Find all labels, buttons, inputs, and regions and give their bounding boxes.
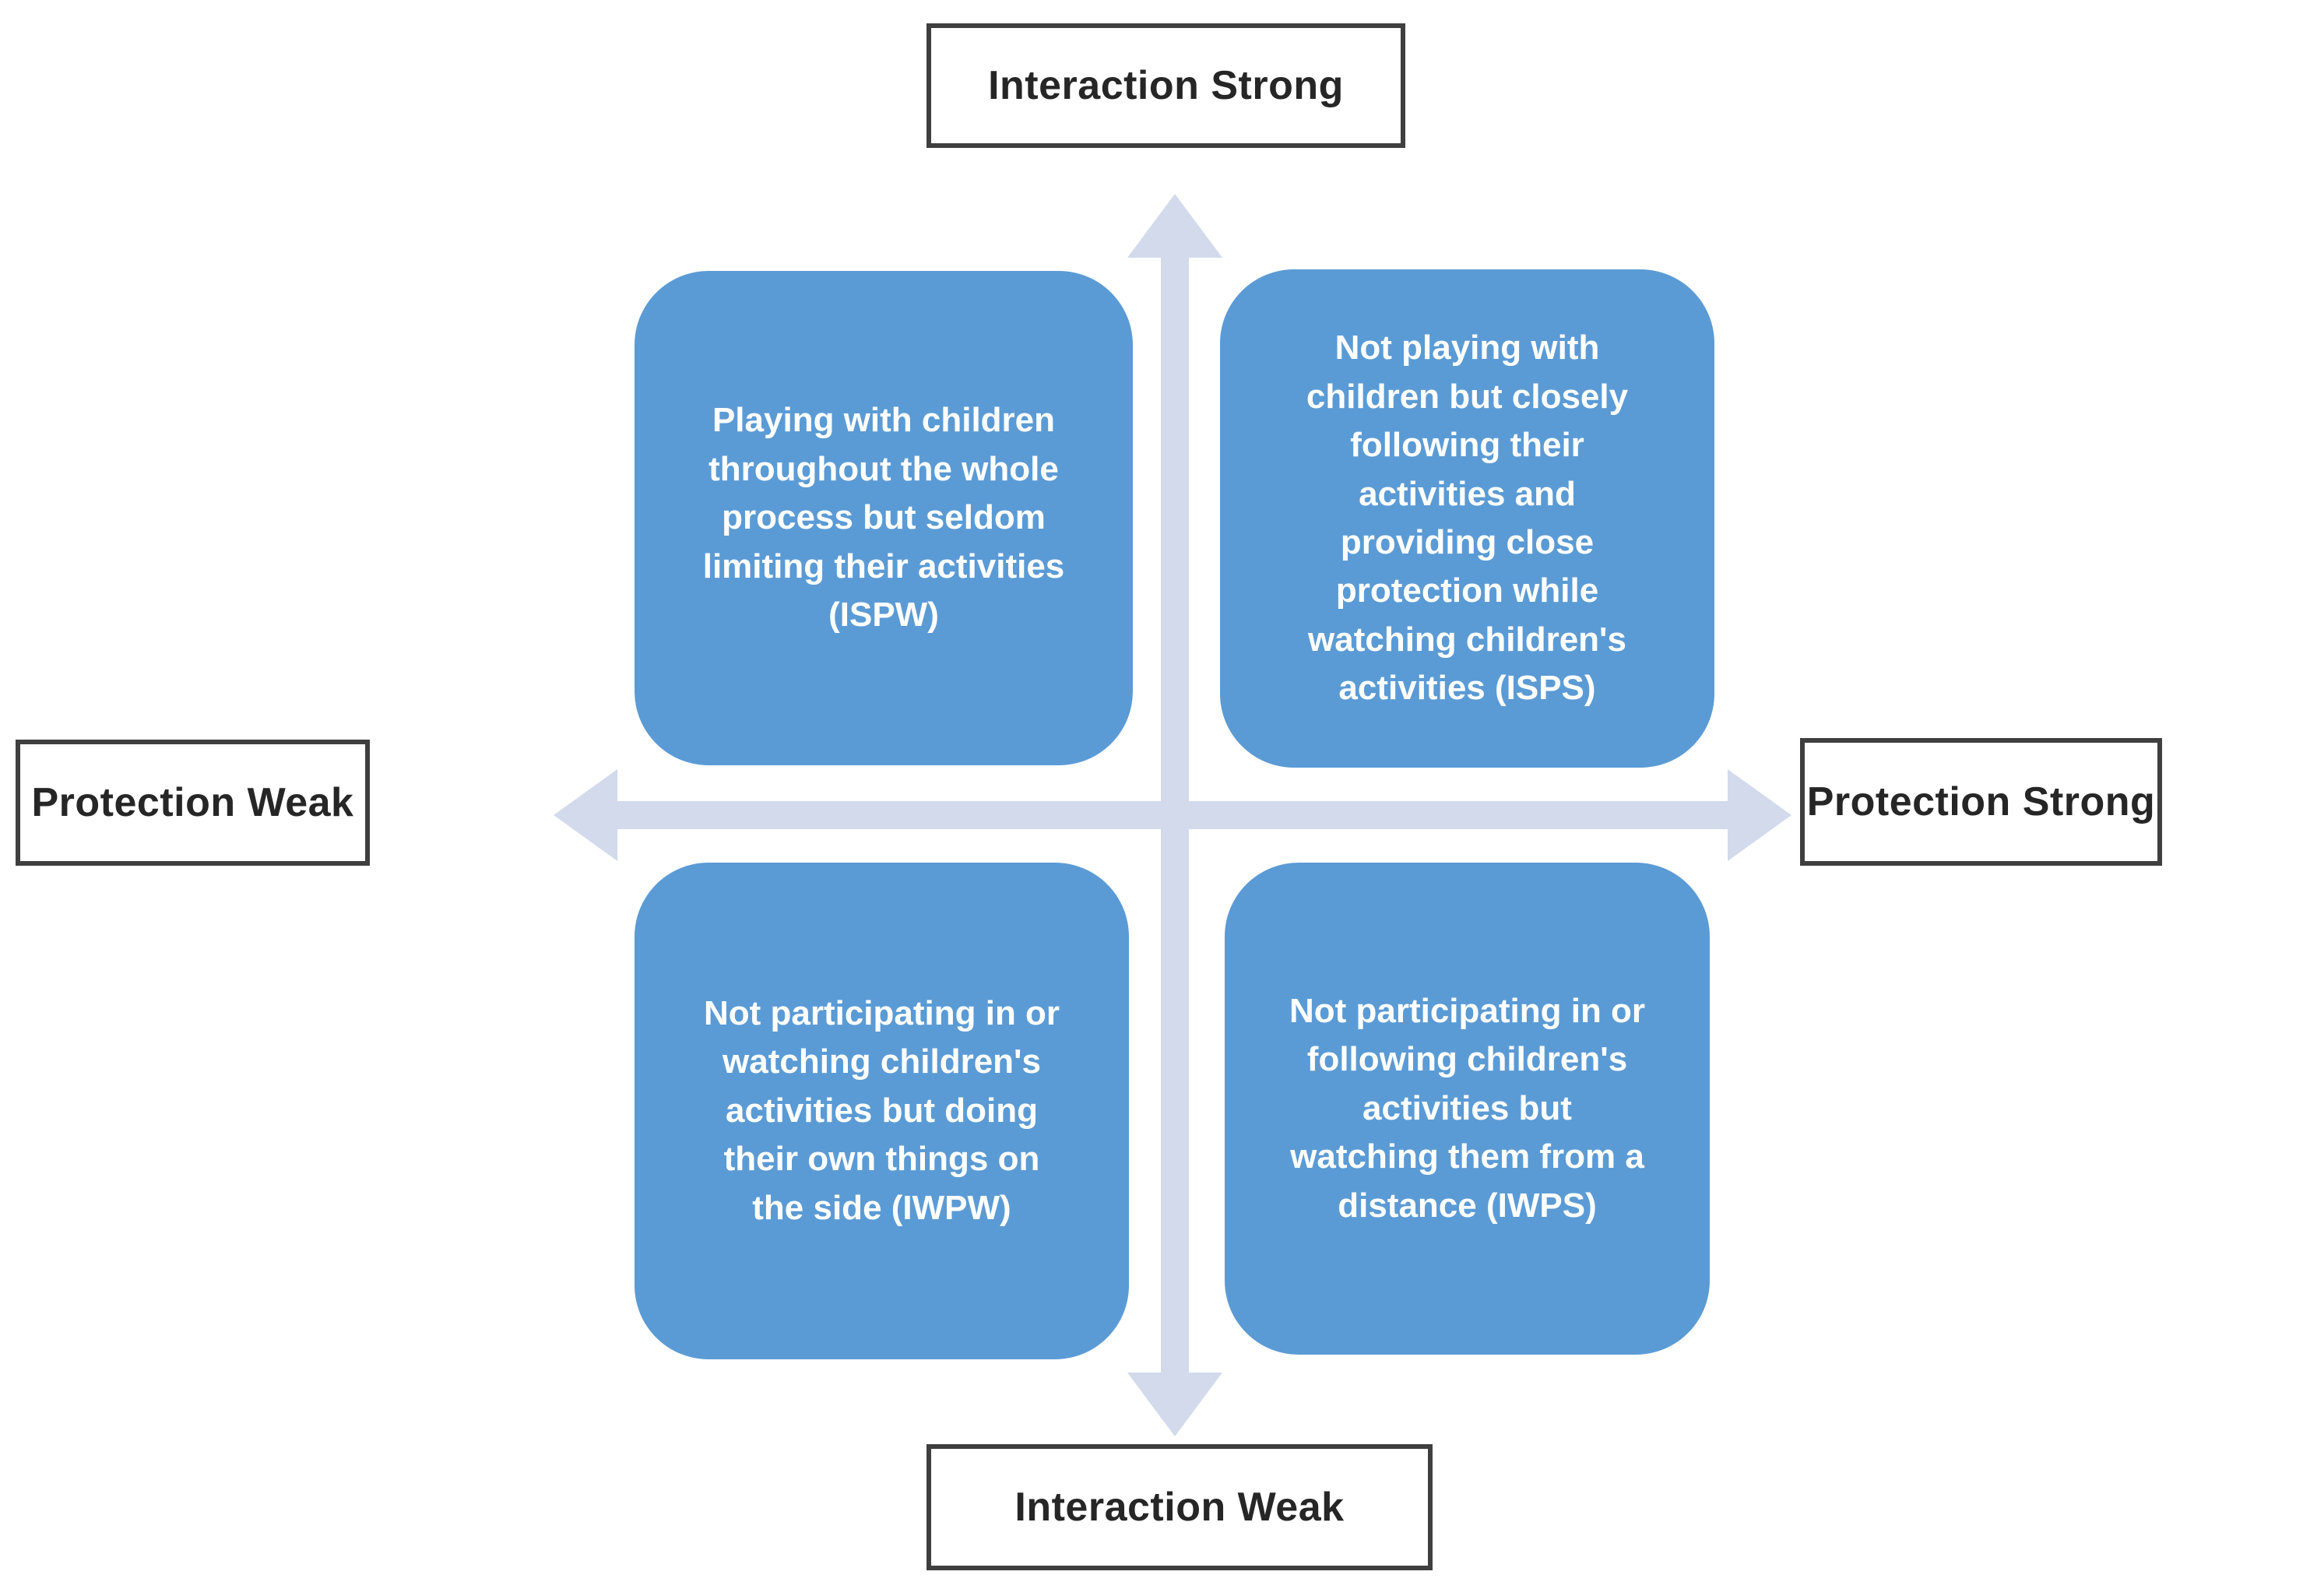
axis-label-protection-weak: Protection Weak — [16, 740, 370, 866]
quadrant-isps-text: Not playing with children but closely fo… — [1306, 329, 1629, 708]
quadrant-isps: Not playing with children but closely fo… — [1220, 269, 1714, 768]
quadrant-iwps: Not participating in or following childr… — [1225, 863, 1710, 1355]
arrow-left-head-icon — [554, 769, 617, 861]
arrow-up-head-icon — [1127, 194, 1222, 258]
axis-label-protection-strong: Protection Strong — [1800, 738, 2162, 866]
quadrant-ispw: Playing with children throughout the who… — [635, 271, 1133, 765]
quadrant-iwpw: Not participating in or watching childre… — [635, 863, 1129, 1359]
axis-label-text: Interaction Weak — [1014, 1485, 1345, 1530]
quadrant-ispw-text: Playing with children throughout the who… — [702, 401, 1065, 635]
axis-label-interaction-weak: Interaction Weak — [926, 1444, 1433, 1570]
arrow-down-head-icon — [1127, 1373, 1222, 1436]
horizontal-axis-arrow-shaft — [616, 801, 1729, 829]
axis-label-interaction-strong: Interaction Strong — [926, 23, 1405, 148]
quadrant-iwps-text: Not participating in or following childr… — [1289, 991, 1646, 1225]
axis-label-text: Protection Strong — [1806, 779, 2156, 824]
axis-label-text: Protection Weak — [31, 780, 354, 825]
quadrant-iwpw-text: Not participating in or watching childre… — [703, 993, 1060, 1227]
axis-label-text: Interaction Strong — [988, 63, 1344, 108]
arrow-right-head-icon — [1728, 769, 1791, 861]
